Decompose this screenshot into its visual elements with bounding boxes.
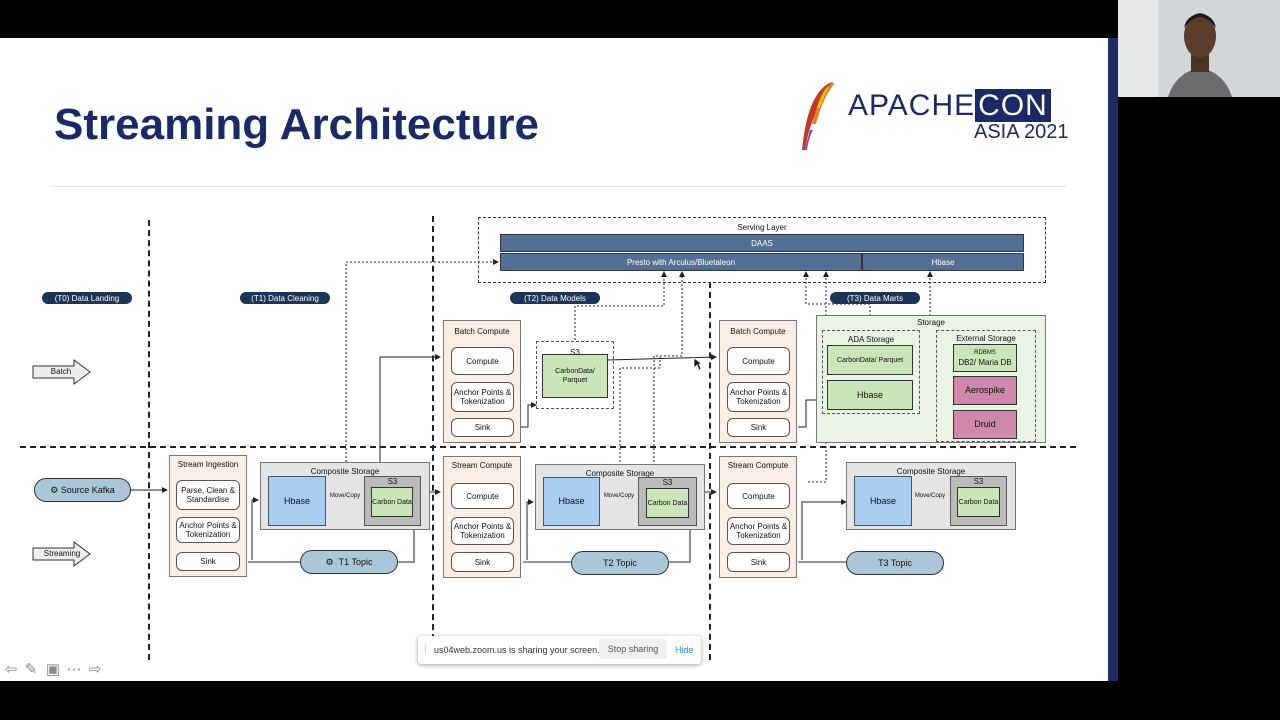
apache-feather-icon <box>802 82 834 150</box>
tier-t0-label: (T0) Data Landing <box>42 292 132 304</box>
ada-storage: ADA Storage <box>822 330 920 414</box>
more-options-icon[interactable]: ⋯ <box>66 661 82 678</box>
stream-compute-title: Stream Compute <box>451 461 513 470</box>
kafka-icon: ⚙ <box>325 556 339 567</box>
drag-handle-icon[interactable]: ⁞ <box>424 644 427 655</box>
previous-slide-icon[interactable]: ⇦ <box>4 661 18 678</box>
presto-bar: Presto with Arculus/Bluetaleon <box>500 253 862 271</box>
composite-storage-title: Composite Storage <box>896 467 966 476</box>
carbon-data-box: Carbon Data <box>371 487 413 517</box>
tier-t2-label: (T2) Data Models <box>510 292 600 304</box>
next-slide-icon[interactable]: ⇨ <box>88 661 102 678</box>
ada-hbase-box: Hbase <box>827 380 913 410</box>
s3-label: S3 <box>387 477 398 486</box>
s3-label: S3 <box>662 478 673 487</box>
t1-topic: ⚙ T1 Topic <box>300 550 398 574</box>
ada-carbon-box: CarbonData/ Parquet <box>827 345 913 375</box>
external-storage-title: External Storage <box>956 334 1016 343</box>
s3-storage: S3 <box>536 341 614 409</box>
composite-storage-title: Composite Storage <box>310 467 380 476</box>
anchor-box: Anchor Points & Tokenization <box>727 382 790 412</box>
hbase-box: Hbase <box>268 476 326 526</box>
parse-box: Parse, Clean & Standardise <box>176 480 240 510</box>
anchor-box: Anchor Points & Tokenization <box>727 517 790 545</box>
sink-box: Sink <box>451 418 514 437</box>
move-copy-label: Move/Copy <box>603 493 635 499</box>
serving-hbase: Hbase <box>862 253 1024 271</box>
storage-title: Storage <box>916 318 946 327</box>
batch-compute-title: Batch Compute <box>730 327 786 336</box>
kafka-icon: ⚙ <box>50 484 61 495</box>
webcam-video[interactable] <box>1118 0 1280 97</box>
rdbms-box: RDBMS DB2/ Maria DB <box>953 344 1017 372</box>
sink-box: Sink <box>727 552 790 572</box>
aerospike-box: Aerospike <box>953 376 1017 405</box>
sink-box: Sink <box>176 552 240 571</box>
t3-topic: T3 Topic <box>846 551 944 575</box>
carbon-data-box: Carbon Data <box>646 488 689 518</box>
screen-share-banner: ⁞ us04web.zoom.us is sharing your screen… <box>418 636 701 664</box>
ada-storage-title: ADA Storage <box>847 335 895 344</box>
slides-grid-icon[interactable]: ▣ <box>45 661 61 678</box>
sink-box: Sink <box>451 552 514 572</box>
source-kafka: ⚙ Source Kafka <box>34 478 131 502</box>
batch-compute-title: Batch Compute <box>454 327 510 336</box>
daas-bar: DAAS <box>500 234 1024 252</box>
composite-storage-title: Composite Storage <box>585 469 655 478</box>
source-kafka-label: Source Kafka <box>60 484 115 495</box>
stop-sharing-button[interactable]: Stop sharing <box>599 639 667 659</box>
carbondata-parquet-box: CarbonData/ Parquet <box>542 354 608 398</box>
anchor-box: Anchor Points & Tokenization <box>451 517 514 545</box>
divider <box>50 186 1066 187</box>
logo-con: CON <box>975 89 1051 122</box>
mouse-cursor-icon <box>693 357 703 371</box>
t2-topic: T2 Topic <box>571 551 669 575</box>
serving-layer: Serving Layer <box>478 217 1046 283</box>
batch-stream-divider <box>20 446 1076 448</box>
s3-storage-title: S3 <box>570 348 580 357</box>
streaming-arrow-icon <box>32 541 91 567</box>
move-copy-label: Move/Copy <box>329 493 361 499</box>
anchor-box: Anchor Points & Tokenization <box>451 382 514 412</box>
share-status-text: us04web.zoom.us is sharing your screen. <box>434 645 600 655</box>
carbon-data-box: Carbon Data <box>957 487 1000 517</box>
compute-box: Compute <box>451 483 514 509</box>
logo-event: ASIA 2021 <box>974 121 1069 143</box>
s3-label: S3 <box>973 477 984 486</box>
slide-title: Streaming Architecture <box>54 100 539 149</box>
sink-box: Sink <box>727 418 790 437</box>
serving-layer-title: Serving Layer <box>737 223 787 232</box>
presenter-video-icon <box>1118 0 1280 97</box>
logo-apache: APACHE <box>848 89 976 122</box>
rdbms-label: RDBMS <box>974 350 996 356</box>
slide-edge <box>1108 38 1118 681</box>
stream-compute-title: Stream Compute <box>727 461 789 470</box>
tier-t3-label: (T3) Data Marts <box>830 292 920 304</box>
streaming-label: Streaming <box>43 549 81 558</box>
tier-divider <box>432 216 434 660</box>
move-copy-label: Move/Copy <box>914 493 946 499</box>
compute-box: Compute <box>727 483 790 509</box>
tier-t1-label: (T1) Data Cleaning <box>240 292 330 304</box>
stream-ingestion-title: Stream Ingestion <box>177 460 239 469</box>
hbase-box: Hbase <box>854 476 912 526</box>
hbase-box: Hbase <box>543 477 600 526</box>
tier-divider <box>709 282 711 660</box>
tier-divider <box>148 220 150 660</box>
batch-arrow-icon <box>32 359 91 385</box>
hide-button[interactable]: Hide <box>675 645 694 655</box>
db2-label: DB2/ Maria DB <box>958 358 1012 367</box>
batch-label: Batch <box>50 367 72 376</box>
external-storage: External Storage <box>936 330 1036 442</box>
compute-box: Compute <box>727 347 790 375</box>
anchor-box: Anchor Points & Tokenization <box>176 517 240 543</box>
pen-tool-icon[interactable]: ✎ <box>24 661 38 678</box>
t1-topic-label: T1 Topic <box>338 556 373 567</box>
compute-box: Compute <box>451 347 514 375</box>
druid-box: Druid <box>953 410 1017 439</box>
